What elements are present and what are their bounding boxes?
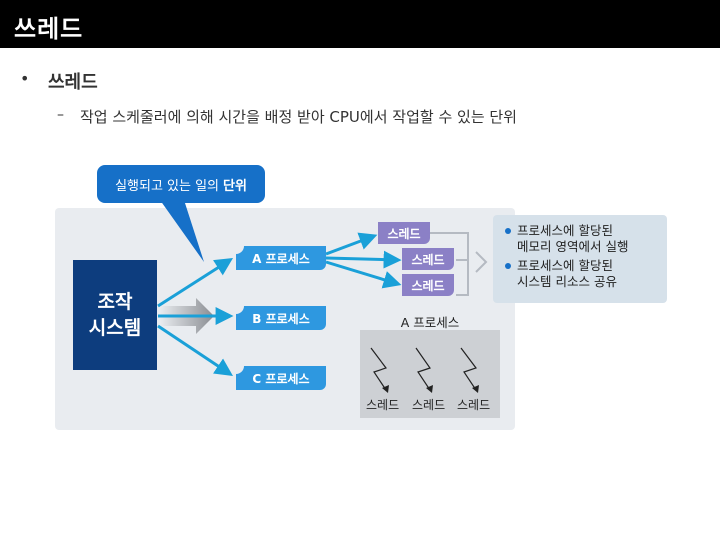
slide-title: 쓰레드 xyxy=(14,15,84,43)
zigzag-icon xyxy=(415,347,431,391)
callout-text: 실행되고 있는 일의 xyxy=(115,178,220,194)
info-line: 프로세스에 할당된 xyxy=(517,258,613,273)
info-box: 프로세스에 할당된 메모리 영역에서 실행 프로세스에 할당된 시스템 리소스 … xyxy=(493,215,667,303)
arrow-a-t3 xyxy=(325,260,402,289)
thread-3: 스레드 xyxy=(402,274,454,296)
arrow-a-t1 xyxy=(325,232,378,256)
callout-tail xyxy=(160,200,204,262)
bullet-description: 작업 스케줄러에 의해 시간을 배정 받아 CPU에서 작업할 수 있는 단위 xyxy=(80,108,517,126)
dash-marker: – xyxy=(57,107,64,123)
thread-1: 스레드 xyxy=(378,222,430,244)
process-a: A 프로세스 xyxy=(236,246,326,270)
arrow-a-t2 xyxy=(325,250,402,269)
zigzag-icon xyxy=(370,347,387,391)
thread-2: 스레드 xyxy=(402,248,454,270)
a-process-box xyxy=(360,330,500,418)
title-bar: 쓰레드 xyxy=(0,0,720,48)
a-process-label: A 프로세스 xyxy=(400,315,460,330)
info-line: 프로세스에 할당된 xyxy=(517,223,613,238)
info-item: 프로세스에 할당된 메모리 영역에서 실행 xyxy=(505,223,659,255)
info-line: 시스템 리소스 공유 xyxy=(517,274,617,289)
zigzag-icon xyxy=(460,347,477,391)
zigzag-arrowhead xyxy=(472,385,479,393)
bullet-dot-icon xyxy=(505,228,511,234)
bullet-dot-icon xyxy=(505,263,511,269)
zigzag-arrowhead xyxy=(382,385,389,393)
os-line-2: 시스템 xyxy=(88,317,142,339)
info-line: 메모리 영역에서 실행 xyxy=(517,239,629,254)
zigzag-arrowhead xyxy=(426,385,433,393)
info-item: 프로세스에 할당된 시스템 리소스 공유 xyxy=(505,258,659,290)
thread-label-2: 스레드 xyxy=(412,398,446,412)
process-c: C 프로세스 xyxy=(236,366,326,390)
thread-bracket xyxy=(430,232,469,296)
bullet-heading: 쓰레드 xyxy=(48,72,98,93)
process-b: B 프로세스 xyxy=(236,306,326,330)
arrow-os-c xyxy=(157,324,233,376)
os-box: 조작 시스템 xyxy=(73,260,157,370)
callout-bold: 단위 xyxy=(223,178,247,194)
thread-label-1: 스레드 xyxy=(366,398,400,412)
bracket-chevron xyxy=(475,251,488,273)
thread-label-3: 스레드 xyxy=(457,398,491,412)
arrow-os-a xyxy=(157,258,234,308)
os-line-1: 조작 xyxy=(97,291,133,313)
bullet-marker: • xyxy=(20,69,30,88)
